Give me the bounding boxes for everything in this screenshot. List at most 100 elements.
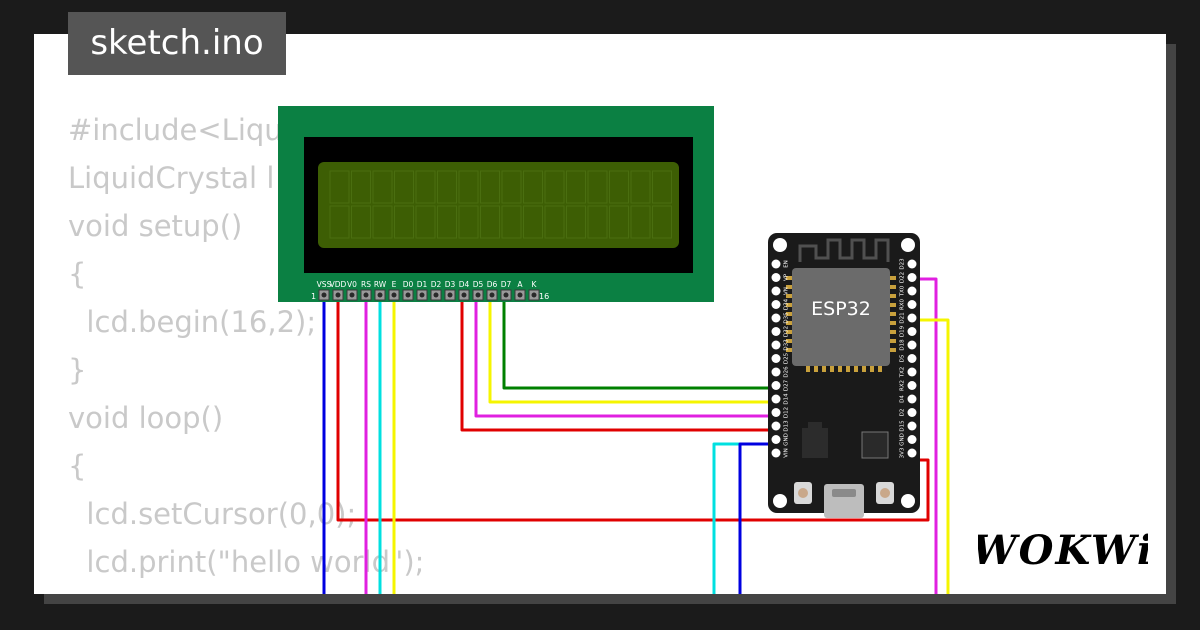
esp32-pin [771, 327, 781, 336]
lcd-char-cell [609, 205, 629, 239]
voltage-regulator [802, 428, 828, 458]
esp32-pin [771, 381, 781, 390]
lcd-pin-label: D1 [417, 280, 428, 289]
esp32-pin-label: GND [784, 433, 790, 446]
lcd-char-cell [480, 170, 500, 204]
lcd-pin-label: D3 [445, 280, 456, 289]
lcd-pin-hole [335, 292, 341, 298]
esp32-pin-label: D19 [900, 325, 906, 337]
wire-d7-green [502, 294, 778, 390]
lcd-pin-label: K [532, 280, 538, 289]
mount-hole [773, 494, 787, 508]
lcd-char-cell [458, 205, 479, 239]
code-line: void setup() [68, 209, 243, 243]
esp32-left-pins: ENVPVND34D35D32D33D25D26D27D14D12D13GNDV… [771, 259, 790, 458]
wires [322, 277, 950, 594]
esp32-pin-label: D21 [900, 312, 906, 323]
esp32-chip-label: ESP32 [811, 298, 871, 320]
lcd-glass [318, 162, 679, 248]
lcd-char-cell [394, 205, 414, 239]
wire-d4-red [460, 294, 778, 432]
esp32-pin-label: D18 [900, 339, 906, 351]
lcd-pin-first: 1 [311, 292, 316, 301]
lcd-char-cell [587, 205, 608, 239]
lcd-pin-last: 16 [539, 292, 549, 301]
esp32-pin [907, 448, 917, 458]
lcd-char-cell [566, 205, 586, 239]
esp32-pin-label: D33 [784, 339, 790, 351]
esp32-pin [907, 327, 917, 336]
castellation-pad [822, 366, 826, 372]
esp32-pin [771, 354, 781, 363]
lcd-char-cell [544, 170, 565, 204]
lcd-char-cell [630, 170, 651, 204]
code-line: } [68, 353, 87, 387]
castellation-pad [786, 330, 792, 334]
esp32-pin-label: RX2 [900, 380, 906, 391]
esp32-pin-label: D23 [900, 258, 906, 270]
castellation-pad [786, 321, 792, 325]
lcd-char-cell [609, 170, 629, 204]
castellation-pad [786, 312, 792, 316]
mount-hole [773, 238, 787, 252]
castellation-pad [786, 303, 792, 307]
esp32-pin-label: VP [784, 273, 790, 281]
esp32-pin-label: VIN [784, 448, 790, 458]
usb-serial-chip [861, 431, 889, 459]
castellation-pad [786, 339, 792, 343]
esp32-pin-label: D5 [900, 354, 906, 362]
esp32-pin-label: GND [900, 433, 906, 446]
module-castellations [786, 276, 896, 372]
mount-hole [901, 238, 915, 252]
esp32-pin-label: D15 [900, 420, 906, 432]
castellation-pad [806, 366, 810, 372]
esp32-pin [907, 340, 917, 350]
castellation-pad [838, 366, 842, 372]
esp32-pin [907, 286, 917, 296]
castellation-pad [890, 294, 896, 298]
lcd-char-cell [652, 170, 672, 204]
lcd-char-cell [480, 205, 500, 239]
esp32-pin-label: D12 [784, 407, 790, 418]
file-title: sketch.ino [68, 12, 286, 75]
esp32-pin-label: D27 [784, 379, 790, 391]
lcd-pin-hole [349, 292, 355, 298]
castellation-pad [854, 366, 858, 372]
wire-vin-blue [738, 442, 778, 594]
castellation-pad [862, 366, 866, 372]
lcd-pin-label: D6 [487, 280, 498, 289]
esp32-pin-label: EN [784, 260, 790, 268]
lcd-pin-hole [321, 292, 327, 298]
lcd-char-cell [437, 205, 457, 239]
lcd-pin-hole [433, 292, 439, 298]
wire-d23-magenta [914, 277, 938, 594]
lcd-char-cell [415, 170, 436, 204]
lcd-char-cell [351, 170, 371, 204]
esp32-pin-label: D4 [900, 395, 906, 403]
esp32-pin [907, 435, 917, 444]
lcd-char-cell [329, 205, 350, 239]
lcd-pin-label: D2 [431, 280, 442, 289]
esp32-pin-label: D14 [784, 393, 790, 405]
wire-d5-magenta [474, 294, 778, 418]
code-line: { [68, 449, 87, 483]
esp32-pin [907, 300, 917, 309]
lcd-char-cell [501, 170, 522, 204]
lcd-pin-hole [391, 292, 397, 298]
code-line: lcd.setCursor(0,1); [68, 586, 424, 594]
code-line: lcd.begin(16,2); [68, 305, 317, 339]
lcd-pin-hole [447, 292, 453, 298]
lcd-char-cell [652, 205, 672, 239]
lcd-pin-label: RW [374, 280, 387, 289]
lcd-char-cell [523, 205, 543, 239]
esp32-pin-label: D22 [900, 272, 906, 283]
lcd-char-cell [544, 205, 565, 239]
lcd-pin-label: V0 [347, 280, 357, 289]
lcd-pin-label: D7 [501, 280, 512, 289]
code-line: lcd.setCursor(0,0); [68, 497, 357, 531]
esp32-pin-label: D25 [784, 352, 790, 364]
mount-hole [901, 494, 915, 508]
castellation-pad [890, 339, 896, 343]
